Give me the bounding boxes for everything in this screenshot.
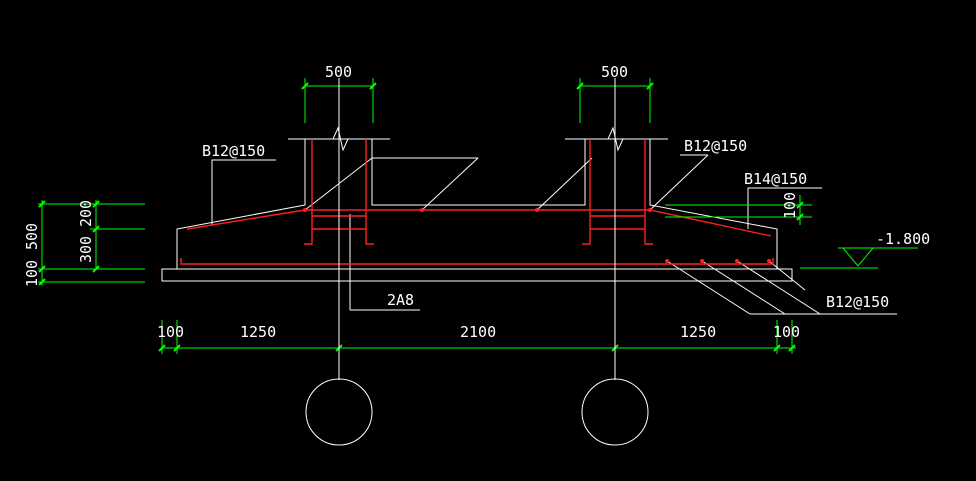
bottom-dim-right-1250: 1250 bbox=[680, 323, 716, 341]
annotations: 500 500 B12@150 B12@150 B14@150 2A8 B12@… bbox=[23, 63, 930, 341]
pile-right bbox=[581, 378, 649, 446]
col-width-right-label: 500 bbox=[601, 63, 628, 81]
bottom-dim-left-1250: 1250 bbox=[240, 323, 276, 341]
right-dim-100-vertical: 100 bbox=[781, 192, 799, 219]
rebar-bottom-right-label: B12@150 bbox=[826, 293, 889, 311]
elevation-label: -1.800 bbox=[876, 230, 930, 248]
col-width-left-label: 500 bbox=[325, 63, 352, 81]
column-break-left bbox=[288, 126, 390, 152]
dimension-ticks bbox=[38, 82, 804, 352]
rebar-top-right-label: B12@150 bbox=[684, 137, 747, 155]
rebar-right-upper-label: B14@150 bbox=[744, 170, 807, 188]
rebar bbox=[180, 139, 774, 265]
bottom-dim-middle-2100: 2100 bbox=[460, 323, 496, 341]
cap-outline bbox=[176, 138, 778, 269]
rebar-dots bbox=[303, 208, 771, 263]
axes-and-piles bbox=[305, 78, 649, 446]
left-dim-bottom-100: 100 bbox=[23, 260, 41, 287]
left-dim-upper: 200 bbox=[77, 200, 95, 227]
left-dim-middle: 300 bbox=[77, 236, 95, 263]
leaders bbox=[211, 154, 897, 315]
bottom-dim-left-100: 100 bbox=[157, 323, 184, 341]
bottom-dim-right-100: 100 bbox=[773, 323, 800, 341]
left-dim-total: 500 bbox=[23, 223, 41, 250]
rebar-top-left-label: B12@150 bbox=[202, 142, 265, 160]
stirrup-label: 2A8 bbox=[387, 291, 414, 309]
blinding-layer bbox=[161, 268, 793, 282]
pile-left bbox=[305, 378, 373, 446]
foundation-outline bbox=[161, 126, 793, 282]
